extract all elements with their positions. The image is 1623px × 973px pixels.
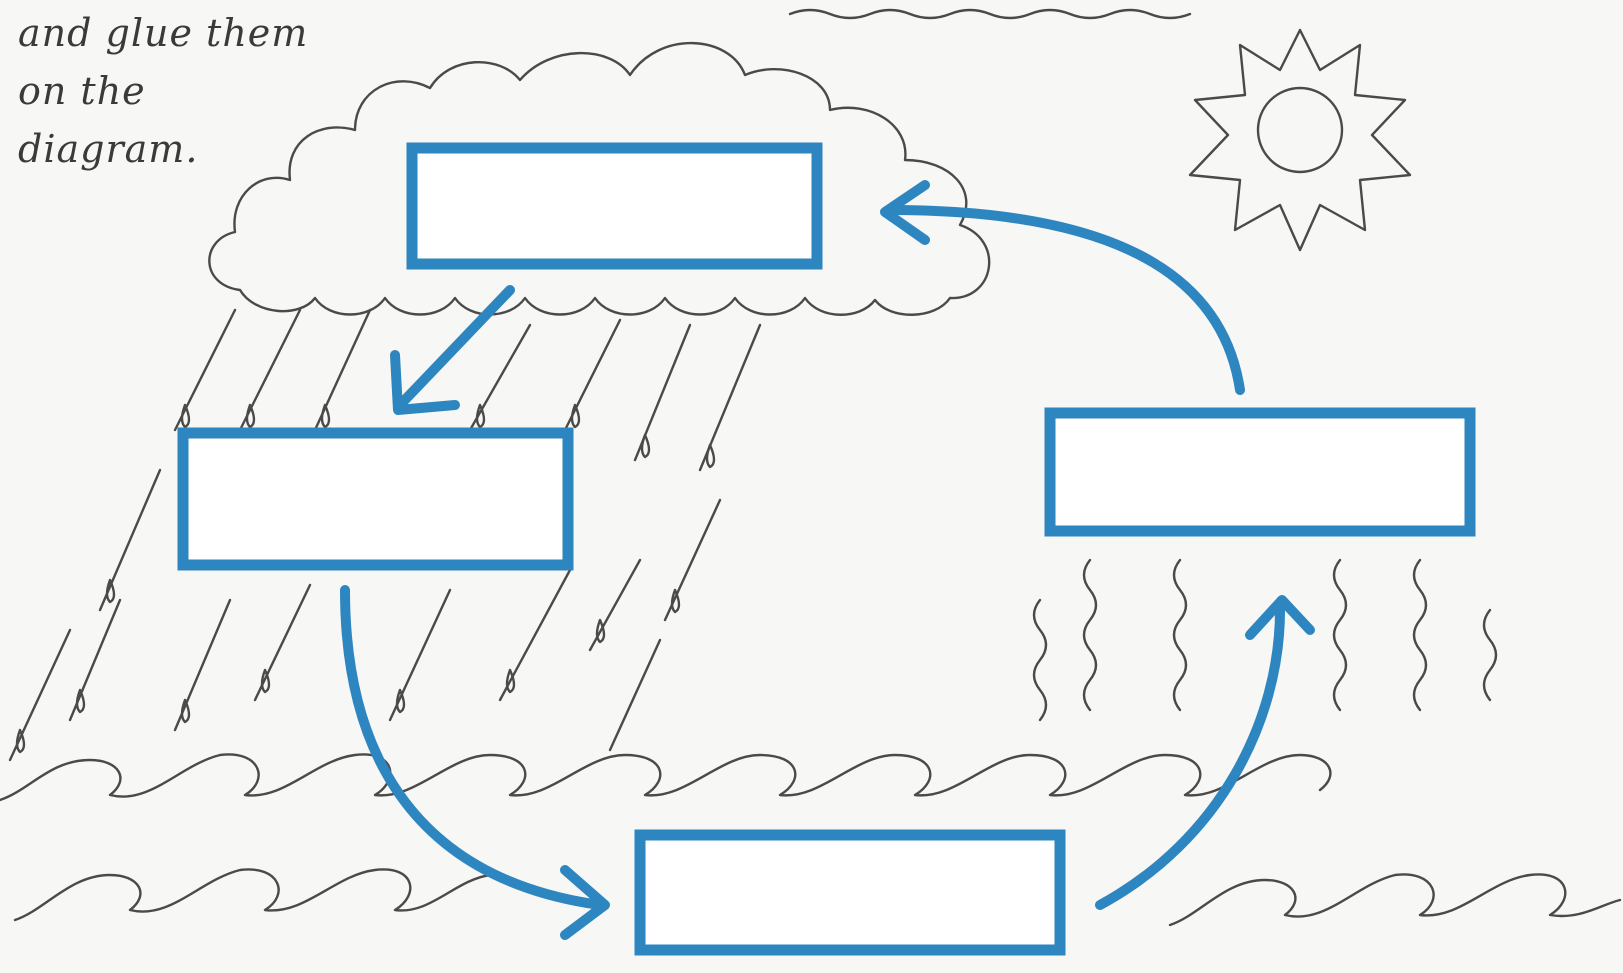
label-box-evaporation[interactable] — [1050, 413, 1470, 531]
label-box-rain[interactable] — [183, 433, 568, 565]
label-box-sea[interactable] — [640, 835, 1060, 950]
arrow-icon — [1100, 600, 1310, 905]
sun-icon — [1190, 30, 1410, 250]
heading-underline — [790, 10, 1190, 18]
arrow-icon — [885, 185, 1240, 390]
label-box-cloud[interactable] — [412, 148, 817, 264]
arrow-icon — [345, 590, 605, 935]
